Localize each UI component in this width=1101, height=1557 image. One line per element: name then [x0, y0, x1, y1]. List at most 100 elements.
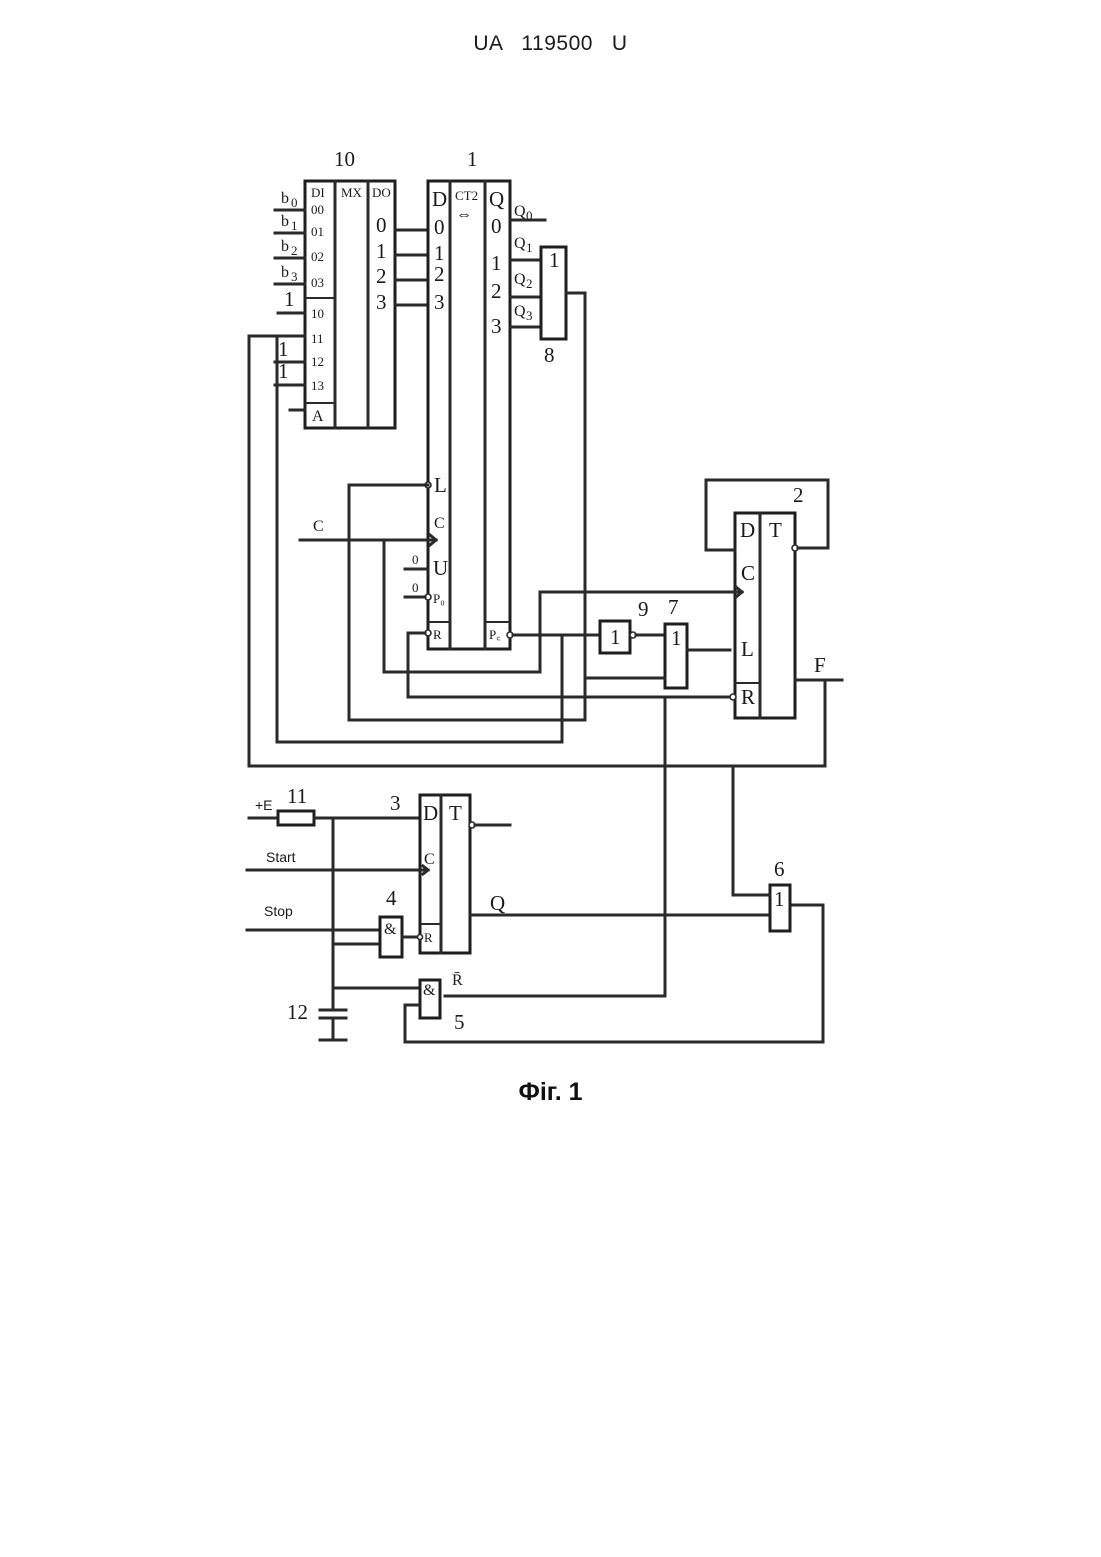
signal-q-out: Q: [490, 891, 505, 915]
gate-6-symbol: 1: [774, 887, 785, 911]
counter-d-2: 2: [434, 262, 445, 286]
counter-pin-carry: P꜀: [489, 627, 501, 642]
signal-b2-index: 2: [291, 243, 298, 258]
mux-field-di: DI: [311, 185, 325, 200]
counter-q-0: 0: [491, 214, 502, 238]
trigger-3-pin-c: C: [424, 851, 435, 868]
resistor-11-number: 11: [287, 784, 307, 808]
counter-d-3: 3: [434, 290, 445, 314]
mux-output-1: 1: [376, 239, 387, 263]
mux-input-03: 03: [311, 275, 324, 290]
signal-b3-index: 3: [291, 269, 298, 284]
mux-input-02: 02: [311, 249, 324, 264]
trigger-2-field-d: D: [740, 518, 755, 542]
counter-q-1: 1: [491, 251, 502, 275]
signal-q1: Q: [514, 235, 526, 252]
counter-field-direction: ⇔: [456, 206, 472, 223]
and-gate-4-symbol: &: [384, 921, 397, 938]
signal-b1-index: 1: [291, 218, 298, 233]
counter-field-d: D: [432, 187, 447, 211]
mux-input-10: 10: [311, 306, 324, 321]
mux-const-1-a: 1: [284, 287, 295, 311]
mux-output-3: 3: [376, 290, 387, 314]
signal-q0: Q: [514, 203, 526, 220]
trigger-block-3: 3 D T C R Q: [390, 791, 770, 953]
counter-pin-u: U: [433, 556, 448, 580]
gate-6-number: 6: [774, 857, 785, 881]
trigger-2-pin-c: C: [741, 561, 755, 585]
counter-pin-r: R: [433, 627, 442, 642]
mux-input-12: 12: [311, 354, 324, 369]
counter-q-3: 3: [491, 314, 502, 338]
or-gate-8-number: 8: [544, 343, 555, 367]
signal-r-bar: R̄: [452, 972, 463, 989]
capacitor-12-number: 12: [287, 1000, 308, 1024]
mux-to-counter-wires: [395, 230, 428, 305]
counter-number: 1: [467, 147, 478, 171]
gate-9-number: 9: [638, 597, 649, 621]
and-gate-4-number: 4: [386, 886, 397, 910]
trigger-3-field-d: D: [423, 801, 438, 825]
mux-input-stubs: b 0 b 1 b 2 b 3 1 1 1: [275, 190, 305, 410]
trigger-3-pin-r: R: [424, 930, 433, 945]
counter-q-2: 2: [491, 279, 502, 303]
mux-field-mx: MX: [341, 185, 363, 200]
signal-q3: Q: [514, 303, 526, 320]
counter-u-const-0: 0: [412, 552, 419, 567]
gate-7: 1 7: [445, 595, 730, 996]
figure-caption: Фіг. 1: [0, 1078, 1101, 1107]
gate-9: 1 9: [600, 597, 665, 653]
resistor-11-body: [278, 811, 314, 825]
mux-input-11: 11: [311, 331, 324, 346]
signal-b2: b: [281, 238, 289, 255]
mux-const-1-c: 1: [278, 359, 289, 383]
signal-q1-index: 1: [526, 240, 533, 255]
capacitor-12: 12: [287, 1000, 346, 1040]
counter-pin-p0: P₀: [433, 591, 445, 606]
trigger-2-pin-l: L: [741, 637, 754, 661]
mux-input-01: 01: [311, 224, 324, 239]
counter-field-q: Q: [489, 187, 504, 211]
signal-clock-c: C: [313, 518, 324, 535]
and-gate-5-number: 5: [454, 1010, 465, 1034]
trigger-3-r-inversion: [418, 935, 423, 940]
counter-field-ct2: CT2: [455, 188, 478, 203]
signal-stop: Stop: [264, 903, 293, 919]
signal-b0-index: 0: [291, 195, 298, 210]
mux-const-1-b: 1: [278, 337, 289, 361]
trigger-2-r-inversion: [730, 694, 736, 700]
trigger-2-field-t: T: [769, 518, 782, 542]
signal-b1: b: [281, 213, 289, 230]
mux-block-10: 10 DI MX DO 00 01 02 03 10 11 12 13 A 0 …: [305, 147, 395, 428]
mux-input-13: 13: [311, 378, 324, 393]
signal-q0-index: 0: [526, 208, 533, 223]
trigger-2-number: 2: [793, 483, 804, 507]
signal-b0: b: [281, 190, 289, 207]
trigger-2-pin-r: R: [741, 685, 755, 709]
trigger-3-number: 3: [390, 791, 401, 815]
mux-output-2: 2: [376, 264, 387, 288]
gate-7-symbol: 1: [671, 626, 682, 650]
signal-start: Start: [266, 849, 296, 865]
mux-field-do: DO: [372, 185, 391, 200]
gate-6: 1 6: [733, 766, 790, 931]
signal-q2-index: 2: [526, 276, 533, 291]
counter-pin-c: C: [434, 515, 445, 532]
counter-pin-l: L: [434, 473, 447, 497]
or-gate-8-symbol: 1: [549, 248, 560, 272]
signal-b3: b: [281, 264, 289, 281]
mux-input-00: 00: [311, 202, 324, 217]
counter-p0-const-0: 0: [412, 580, 419, 595]
signal-q2: Q: [514, 271, 526, 288]
signal-q3-index: 3: [526, 308, 533, 323]
gate-9-symbol: 1: [610, 625, 621, 649]
counter-block-1: 1 D CT2 ⇔ Q 0 1 2 3 0 1 2 3 L C U P₀ R P…: [425, 147, 513, 649]
counter-d-0: 0: [434, 215, 445, 239]
mux-output-0: 0: [376, 213, 387, 237]
signal-output-f: F: [814, 653, 826, 677]
mux-number: 10: [334, 147, 355, 171]
signal-power-e: +E: [255, 797, 273, 813]
and-gate-4: & 4: [380, 886, 423, 957]
